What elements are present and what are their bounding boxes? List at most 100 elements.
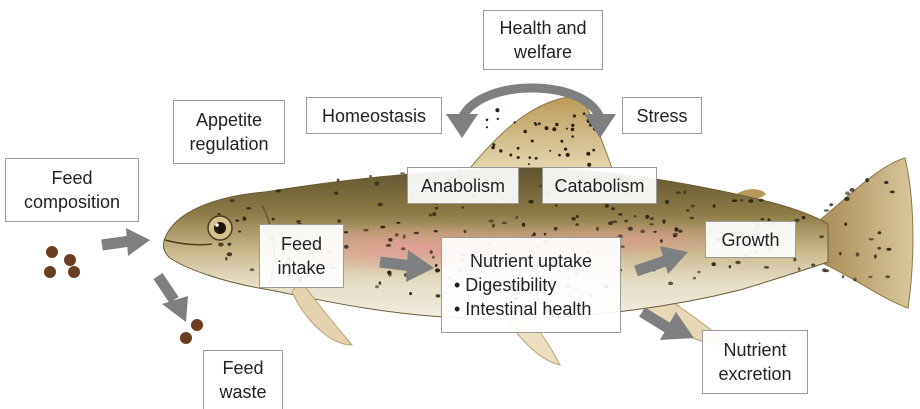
fish-spot (378, 203, 383, 207)
fish-spot (649, 223, 654, 225)
health-welfare-label: Health and welfare (483, 10, 603, 70)
fish-spot (713, 204, 716, 208)
fish-spot (764, 266, 769, 269)
feed-waste-label: Feed waste (203, 350, 283, 409)
arrow-icon (102, 228, 150, 256)
fish-spot (668, 282, 673, 286)
fish-spot (555, 204, 557, 206)
fish-spot (337, 219, 341, 223)
fish-spot (250, 268, 255, 271)
fish-spot (396, 222, 400, 224)
fish-spot (571, 128, 575, 132)
fish-spot (528, 200, 533, 204)
fish-spot (486, 126, 488, 128)
fish-spot (740, 199, 743, 201)
fish-spot (538, 122, 541, 125)
fish-spot (645, 215, 649, 219)
fish-spot (246, 207, 251, 209)
fish-spot (686, 209, 690, 212)
fish-spot (877, 247, 881, 250)
fish-spot (535, 157, 538, 160)
fish-spot (492, 224, 495, 228)
fish-spot (884, 181, 888, 184)
fish-spot (640, 230, 645, 234)
fish-spot (793, 258, 796, 262)
fish-spot (395, 233, 399, 237)
fish-spot (434, 230, 438, 232)
fish-spot (497, 118, 499, 120)
nutrient-uptake-box: Nutrient uptake • Digestibility • Intest… (441, 237, 621, 333)
fish-spot (334, 191, 338, 194)
fish-spot (514, 121, 516, 123)
fish-spot (489, 220, 494, 223)
fish-spot (628, 227, 633, 231)
fish-spot (571, 124, 574, 127)
fish-spot (235, 219, 239, 221)
fish-spot (435, 207, 439, 210)
fish-spot (760, 218, 764, 220)
fish-spot (344, 245, 349, 249)
catabolism-label: Catabolism (542, 167, 657, 204)
fish-spot (759, 199, 764, 202)
fish-spot (839, 252, 841, 256)
fish-spot (560, 140, 563, 143)
fish-spot (566, 153, 570, 157)
fish-spot (435, 268, 440, 272)
fish-spot (552, 127, 556, 131)
arrow-icon (158, 276, 188, 322)
fish-spot (225, 257, 227, 261)
fish-spot (523, 130, 527, 134)
fish-spot (228, 243, 232, 246)
fish-spot (386, 244, 392, 247)
fish-spot (436, 294, 441, 298)
fish-spot (691, 205, 695, 208)
fish-spot (214, 230, 218, 232)
fish-spot (217, 213, 221, 215)
fish-spot (432, 212, 436, 216)
fish-spot (502, 222, 507, 224)
nutrient-uptake-title: Nutrient uptake (454, 249, 608, 273)
appetite-regulation-label: Appetite regulation (173, 100, 285, 164)
homeostasis-label: Homeostasis (306, 97, 442, 134)
fish-spot (380, 226, 385, 229)
fish-spot (464, 230, 467, 233)
fish-spot (712, 262, 716, 266)
feed-intake-label: Feed intake (259, 224, 344, 288)
fish-spot (660, 239, 663, 242)
fish-spot (555, 123, 558, 126)
fish-spot (748, 199, 753, 203)
fish-spot (375, 181, 380, 185)
fish-spot (811, 264, 815, 267)
fish-spot (735, 261, 740, 264)
fish-spot (528, 163, 530, 165)
fish-spot (693, 277, 696, 280)
fish-spot (605, 204, 609, 208)
fish-spot (369, 175, 372, 178)
fish-spot (845, 191, 850, 195)
fish-spot (387, 271, 391, 275)
fish-spot (690, 217, 695, 220)
fish-spot (844, 223, 847, 226)
fish-spot (853, 278, 856, 282)
fish-spot (509, 154, 512, 157)
fish-spot (344, 231, 348, 233)
fish-spot (654, 231, 657, 233)
fish-spot (798, 267, 801, 270)
fish-spot (535, 123, 538, 126)
fish-spot (842, 275, 844, 279)
fish-spot (650, 217, 654, 220)
fish-spot (684, 190, 687, 194)
fish-spot (571, 217, 575, 221)
fish-spot (409, 292, 412, 295)
curved-arrow-left-head (446, 114, 478, 138)
fish-spot (544, 233, 547, 236)
fish-spot (429, 214, 433, 217)
fish-spot (874, 255, 877, 259)
fish-spot (673, 235, 677, 238)
fish-spot (218, 243, 223, 247)
fish-spot (486, 119, 489, 122)
fish-spot (890, 191, 895, 194)
fish-spot (618, 213, 622, 215)
fish-spot (375, 285, 379, 288)
fish-spot (243, 217, 247, 221)
